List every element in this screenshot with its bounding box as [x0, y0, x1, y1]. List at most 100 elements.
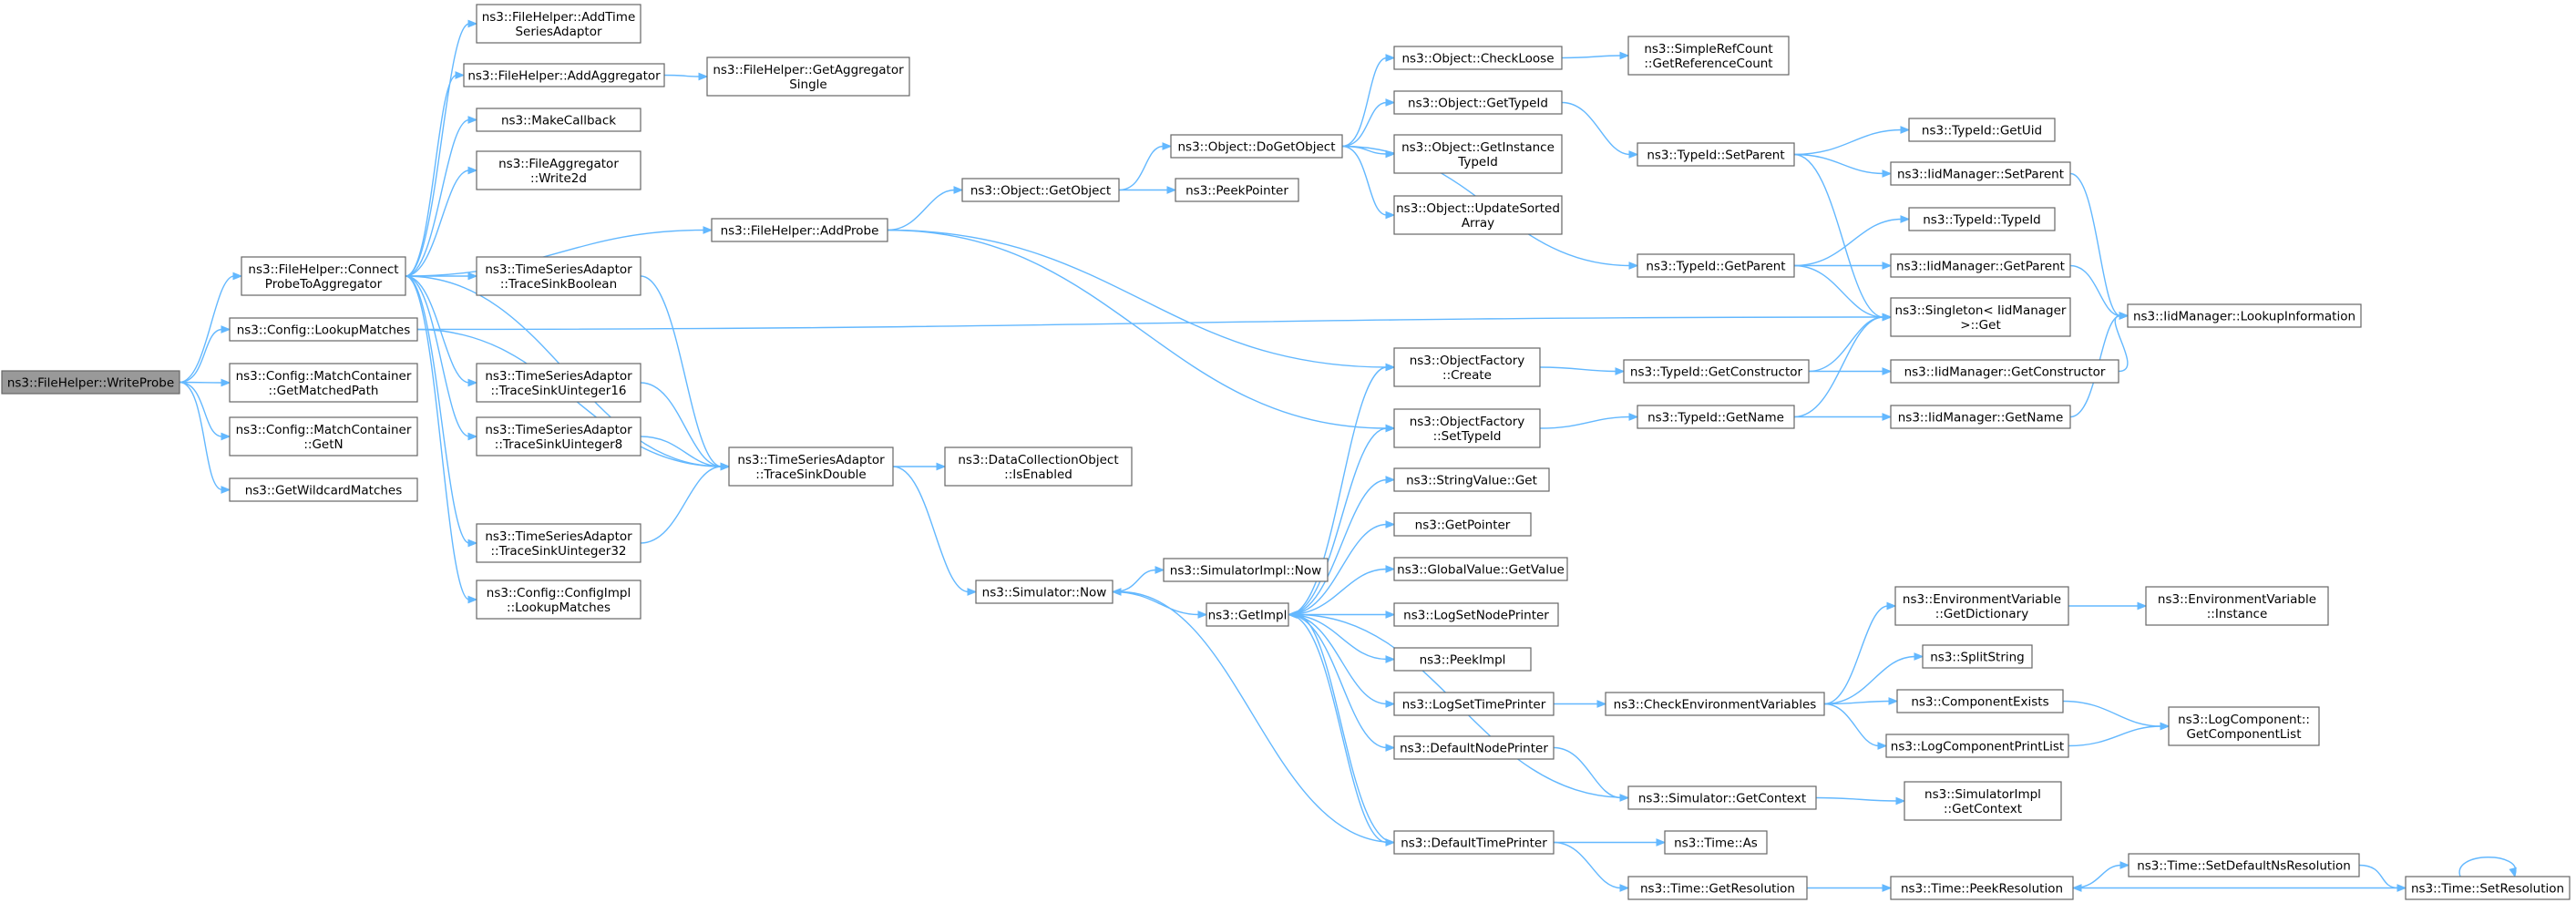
node-box: [463, 63, 665, 87]
node-config-lookup-matches[interactable]: ns3::Config::LookupMatches: [229, 317, 418, 342]
node-get-matched-path[interactable]: ns3::Config::MatchContainer::GetMatchedP…: [229, 363, 418, 403]
node-config-impl-lookup-matches[interactable]: ns3::Config::ConfigImpl::LookupMatches: [476, 580, 641, 620]
node-singleton-get[interactable]: ns3::Singleton< IidManager >::Get: [1890, 297, 2071, 337]
node-object-factory-create[interactable]: ns3::ObjectFactory::Create: [1393, 347, 1541, 387]
node-object-factory-set-type-id[interactable]: ns3::ObjectFactory::SetTypeId: [1393, 408, 1541, 448]
edge-time-get-resolution-to-time-peek-resolution: [1807, 884, 1893, 892]
edge-trace-sink-uinteger16-to-trace-sink-double: [640, 382, 731, 471]
edge-check-environment-variables-to-split-string: [1823, 652, 1924, 705]
node-add-aggregator[interactable]: ns3::FileHelper::AddAggregator: [463, 63, 665, 87]
node-env-instance[interactable]: ns3::EnvironmentVariable::Instance: [2145, 586, 2329, 626]
node-set-default-ns-resolution[interactable]: ns3::Time::SetDefaultNsResolution: [2128, 853, 2360, 877]
node-time-get-resolution[interactable]: ns3::Time::GetResolution: [1627, 876, 1808, 900]
node-simulator-impl-now[interactable]: ns3::SimulatorImpl::Now: [1163, 558, 1329, 582]
node-get-n[interactable]: ns3::Config::MatchContainer::GetN: [229, 416, 418, 457]
node-lookup-information[interactable]: ns3::IidManager::LookupInformation: [2127, 303, 2362, 328]
node-label: ns3::LogSetNodePrinter: [1403, 609, 1549, 623]
node-do-get-object[interactable]: ns3::Object::DoGetObject: [1170, 134, 1343, 159]
node-type-id-get-name[interactable]: ns3::TypeId::GetName: [1637, 405, 1795, 429]
node-box: [1393, 602, 1559, 627]
node-iid-get-constructor[interactable]: ns3::IidManager::GetConstructor: [1890, 359, 2119, 384]
node-split-string[interactable]: ns3::SplitString: [1922, 644, 2033, 669]
edge-do-get-object-to-object-get-type-id: [1341, 98, 1396, 148]
node-type-id-set-parent[interactable]: ns3::TypeId::SetParent: [1637, 142, 1795, 167]
node-type-id-get-constructor[interactable]: ns3::TypeId::GetConstructor: [1623, 359, 1810, 384]
node-time-set-resolution[interactable]: ns3::Time::SetResolution: [2405, 876, 2571, 900]
node-type-id-type-id[interactable]: ns3::TypeId::TypeId: [1908, 207, 2056, 231]
node-simulator-get-context[interactable]: ns3::Simulator::GetContext: [1627, 785, 1817, 810]
node-get-object[interactable]: ns3::Object::GetObject: [961, 178, 1120, 202]
node-label: ns3::LogSetTimePrinter: [1402, 698, 1546, 713]
node-simulator-impl-get-context[interactable]: ns3::SimulatorImpl::GetContext: [1904, 781, 2062, 821]
node-string-value-get[interactable]: ns3::StringValue::Get: [1393, 467, 1550, 492]
node-label: ns3::Time::SetDefaultNsResolution: [2137, 859, 2351, 874]
node-box: [961, 178, 1120, 202]
node-trace-sink-double[interactable]: ns3::TimeSeriesAdaptor::TraceSinkDouble: [728, 446, 894, 487]
node-peek-impl[interactable]: ns3::PeekImpl: [1393, 647, 1532, 672]
edge-trace-sink-double-to-simulator-now: [892, 466, 978, 596]
node-is-enabled[interactable]: ns3::DataCollectionObject::IsEnabled: [944, 446, 1133, 487]
node-label: ns3::Simulator::GetContext: [1638, 792, 1806, 806]
edge-trace-sink-boolean-to-trace-sink-double: [640, 275, 731, 471]
node-time-as[interactable]: ns3::Time::As: [1664, 830, 1768, 855]
node-box: [1393, 692, 1555, 716]
node-get-reference-count[interactable]: ns3::SimpleRefCount::GetReferenceCount: [1627, 36, 1790, 76]
node-get-impl[interactable]: ns3::GetImpl: [1206, 602, 1289, 627]
node-label: ns3::FileHelper::Connect: [248, 262, 398, 277]
node-simulator-now[interactable]: ns3::Simulator::Now: [975, 580, 1114, 604]
edge-type-id-get-parent-to-type-id-type-id: [1793, 215, 1911, 267]
node-object-get-type-id[interactable]: ns3::Object::GetTypeId: [1393, 90, 1563, 115]
node-default-node-printer[interactable]: ns3::DefaultNodePrinter: [1393, 735, 1555, 760]
node-trace-sink-uinteger16[interactable]: ns3::TimeSeriesAdaptor::TraceSinkUintege…: [476, 363, 641, 403]
node-label: ns3::GetPointer: [1415, 518, 1511, 533]
node-log-set-time-printer[interactable]: ns3::LogSetTimePrinter: [1393, 692, 1555, 716]
node-check-environment-variables[interactable]: ns3::CheckEnvironmentVariables: [1605, 692, 1825, 716]
node-time-peek-resolution[interactable]: ns3::Time::PeekResolution: [1890, 876, 2074, 900]
node-log-set-node-printer[interactable]: ns3::LogSetNodePrinter: [1393, 602, 1559, 627]
node-box: [1904, 781, 2062, 821]
node-label: ns3::Config::LookupMatches: [237, 323, 411, 338]
node-box: [1393, 467, 1550, 492]
node-add-probe[interactable]: ns3::FileHelper::AddProbe: [711, 218, 888, 242]
node-make-callback[interactable]: ns3::MakeCallback: [476, 108, 641, 132]
node-get-wildcard-matches[interactable]: ns3::GetWildcardMatches: [229, 477, 418, 502]
node-label: ns3::PeekPointer: [1185, 184, 1288, 199]
node-label: ns3::GlobalValue::GetValue: [1397, 563, 1565, 578]
node-type-id-get-parent[interactable]: ns3::TypeId::GetParent: [1637, 253, 1795, 278]
node-iid-get-parent[interactable]: ns3::IidManager::GetParent: [1890, 253, 2071, 278]
node-peek-pointer[interactable]: ns3::PeekPointer: [1175, 178, 1299, 202]
node-check-loose[interactable]: ns3::Object::CheckLoose: [1393, 46, 1563, 70]
edge-object-factory-set-type-id-to-type-id-get-name: [1539, 413, 1639, 429]
node-env-get-dictionary[interactable]: ns3::EnvironmentVariable::GetDictionary: [1894, 586, 2069, 626]
node-label: ns3::Object::GetTypeId: [1408, 97, 1548, 111]
node-get-pointer[interactable]: ns3::GetPointer: [1393, 512, 1532, 537]
node-label: ns3::FileAggregator: [498, 157, 619, 171]
node-trace-sink-boolean[interactable]: ns3::TimeSeriesAdaptor::TraceSinkBoolean: [476, 256, 641, 296]
node-label: ns3::IidManager::SetParent: [1897, 168, 2064, 182]
node-box: [728, 446, 894, 487]
node-get-component-list[interactable]: ns3::LogComponent::GetComponentList: [2168, 706, 2320, 746]
node-label: ::GetN: [303, 437, 343, 452]
node-global-value-get-value[interactable]: ns3::GlobalValue::GetValue: [1393, 557, 1568, 581]
node-trace-sink-uinteger8[interactable]: ns3::TimeSeriesAdaptor::TraceSinkUintege…: [476, 416, 641, 457]
node-box: [476, 150, 641, 190]
node-connect-probe-to-aggregator[interactable]: ns3::FileHelper::ConnectProbeToAggregato…: [241, 256, 406, 296]
edge-iid-set-parent-to-lookup-information: [2069, 172, 2130, 320]
edge-type-id-get-parent-to-singleton-get: [1793, 264, 1893, 322]
edge-time-set-resolution-to-time-set-resolution: [2458, 857, 2517, 878]
node-iid-get-name[interactable]: ns3::IidManager::GetName: [1890, 405, 2071, 429]
node-type-id-get-uid[interactable]: ns3::TypeId::GetUid: [1908, 118, 2056, 142]
node-iid-set-parent[interactable]: ns3::IidManager::SetParent: [1890, 161, 2071, 186]
node-trace-sink-uinteger32[interactable]: ns3::TimeSeriesAdaptor::TraceSinkUintege…: [476, 523, 641, 563]
node-label: ns3::LogComponentPrintList: [1891, 740, 2064, 754]
node-write2d[interactable]: ns3::FileAggregator::Write2d: [476, 150, 641, 190]
node-component-exists[interactable]: ns3::ComponentExists: [1896, 689, 2064, 713]
node-box: [2168, 706, 2320, 746]
node-default-time-printer[interactable]: ns3::DefaultTimePrinter: [1393, 830, 1555, 855]
node-log-component-print-list[interactable]: ns3::LogComponentPrintList: [1885, 734, 2069, 758]
node-write-probe[interactable]: ns3::FileHelper::WriteProbe: [1, 370, 180, 395]
